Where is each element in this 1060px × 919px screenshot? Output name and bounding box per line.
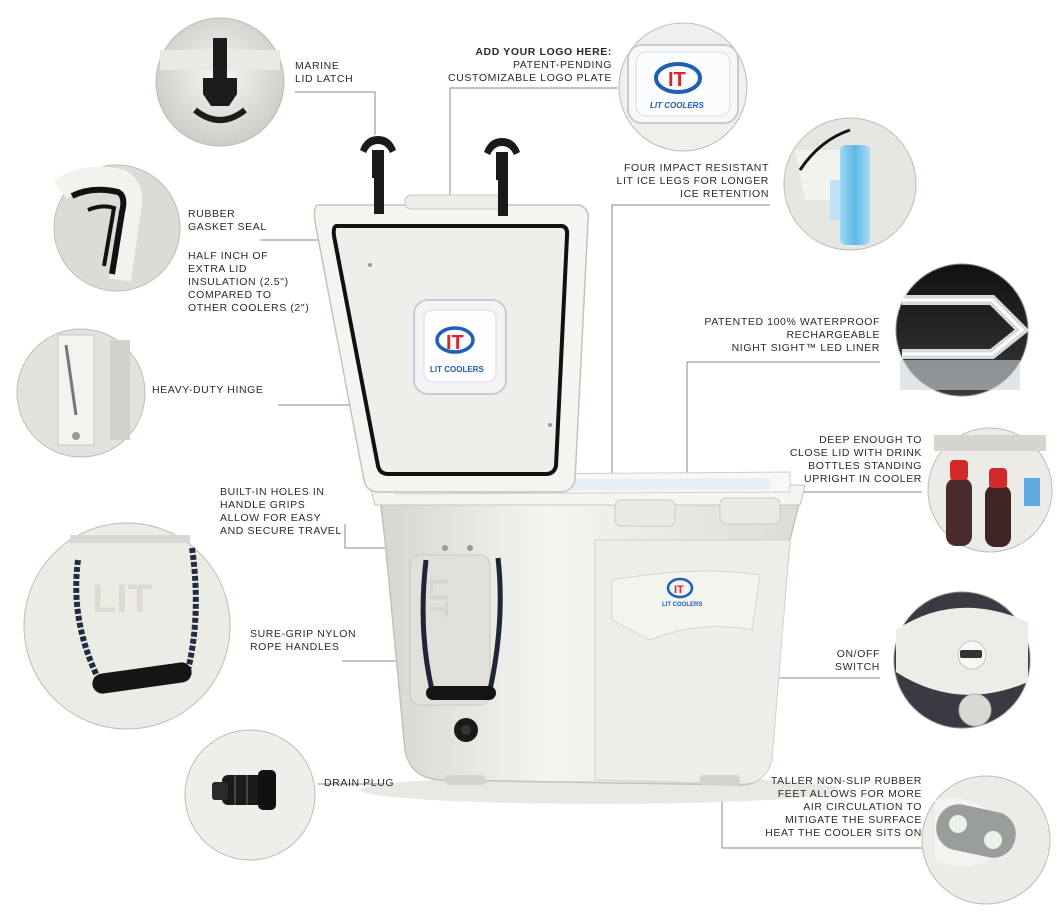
label-gasket: RUBBER GASKET SEAL	[188, 208, 267, 234]
label-switch: ON/OFF SWITCH	[835, 648, 880, 674]
drain-plug-detail-circle	[184, 729, 316, 861]
label-logo-plate: ADD YOUR LOGO HERE: PATENT-PENDING CUSTO…	[448, 46, 612, 85]
label-line: RECHARGEABLE	[786, 329, 880, 341]
line-ice-legs	[611, 204, 770, 480]
ice-legs-detail-circle	[783, 117, 917, 251]
label-ice-legs: FOUR IMPACT RESISTANT LIT ICE LEGS FOR L…	[617, 162, 769, 201]
feet-detail-circle	[921, 775, 1051, 905]
label-line: GASKET SEAL	[188, 221, 267, 233]
svg-text:LIT COOLERS: LIT COOLERS	[650, 101, 704, 110]
svg-text:IT: IT	[446, 332, 464, 354]
svg-text:LIT: LIT	[92, 577, 152, 621]
label-line: MITIGATE THE SURFACE	[784, 814, 922, 826]
svg-text:LIT: LIT	[424, 578, 454, 617]
bottles-detail-circle	[927, 427, 1053, 553]
label-line: OTHER COOLERS (2")	[188, 302, 310, 314]
label-line: ICE RETENTION	[680, 188, 769, 200]
label-line: SWITCH	[834, 661, 880, 673]
label-lid-latch: MARINE LID LATCH	[295, 60, 353, 86]
line-latch	[295, 91, 376, 135]
label-line: LID LATCH	[295, 73, 354, 85]
lid-latches	[360, 136, 520, 216]
label-line: INSULATION (2.5")	[188, 276, 289, 288]
label-line: UPRIGHT IN COOLER	[804, 473, 922, 485]
svg-text:IT: IT	[668, 69, 686, 91]
logo-plate-detail-circle: IT LIT COOLERS	[618, 22, 748, 152]
label-feet: TALLER NON-SLIP RUBBER FEET ALLOWS FOR M…	[765, 775, 922, 840]
label-handle-holes: BUILT-IN HOLES IN HANDLE GRIPS ALLOW FOR…	[220, 486, 342, 538]
label-line: EXTRA LID	[188, 263, 248, 275]
label-rope-handles: SURE-GRIP NYLON ROPE HANDLES	[250, 628, 356, 654]
label-line: AND SECURE TRAVEL	[220, 525, 342, 537]
label-led-liner: PATENTED 100% WATERPROOF RECHARGEABLE NI…	[704, 316, 880, 355]
label-line: SURE-GRIP NYLON	[250, 628, 357, 640]
label-drain-plug: DRAIN PLUG	[324, 777, 394, 790]
cooler-main: IT LIT COOLERS LIT	[313, 136, 840, 804]
svg-text:IT: IT	[674, 584, 684, 596]
label-line: BUILT-IN HOLES IN	[220, 486, 325, 498]
label-line: HANDLE GRIPS	[220, 499, 306, 511]
label-insulation: HALF INCH OF EXTRA LID INSULATION (2.5")…	[188, 250, 309, 315]
label-hinge: HEAVY-DUTY HINGE	[152, 384, 264, 397]
label-line: ON/OFF	[836, 648, 880, 660]
label-line: LIT ICE LEGS FOR LONGER	[616, 175, 769, 187]
label-line: HEAT THE COOLER SITS ON	[765, 827, 922, 839]
led-liner-detail-circle	[895, 263, 1030, 397]
label-line: NIGHT SIGHT™ LED LINER	[731, 342, 880, 354]
label-line: PATENT-PENDING	[512, 59, 612, 71]
label-line: CLOSE LID WITH DRINK	[789, 447, 922, 459]
label-line: RUBBER	[188, 208, 236, 220]
lid-logo-plate: IT LIT COOLERS	[413, 299, 507, 395]
label-line: DEEP ENOUGH TO	[819, 434, 922, 446]
label-heading: ADD YOUR LOGO HERE:	[475, 46, 612, 58]
label-line: FEET ALLOWS FOR MORE	[777, 788, 922, 800]
label-line: ROPE HANDLES	[250, 641, 340, 653]
gasket-detail-circle	[53, 164, 181, 292]
label-line: PATENTED 100% WATERPROOF	[704, 316, 880, 328]
label-line: AIR CIRCULATION TO	[803, 801, 922, 813]
label-line: DRAIN PLUG	[324, 777, 395, 789]
hinge-detail-circle	[16, 328, 146, 458]
line-led	[686, 361, 880, 480]
label-line: ALLOW FOR EASY	[220, 512, 322, 524]
label-deep: DEEP ENOUGH TO CLOSE LID WITH DRINK BOTT…	[790, 434, 922, 486]
label-line: BOTTLES STANDING	[808, 460, 922, 472]
label-line: TALLER NON-SLIP RUBBER	[770, 775, 922, 787]
svg-text:LIT COOLERS: LIT COOLERS	[662, 602, 702, 608]
label-line: MARINE	[295, 60, 340, 72]
label-line: COMPARED TO	[188, 289, 272, 301]
label-line: CUSTOMIZABLE LOGO PLATE	[448, 72, 612, 84]
switch-detail-circle	[893, 591, 1031, 729]
svg-text:LIT COOLERS: LIT COOLERS	[430, 365, 484, 374]
label-line: FOUR IMPACT RESISTANT	[623, 162, 769, 174]
latch-detail-circle	[155, 17, 285, 147]
label-line: HEAVY-DUTY HINGE	[152, 384, 264, 396]
label-line: HALF INCH OF	[188, 250, 269, 262]
rope-detail-circle: LIT	[23, 522, 231, 730]
